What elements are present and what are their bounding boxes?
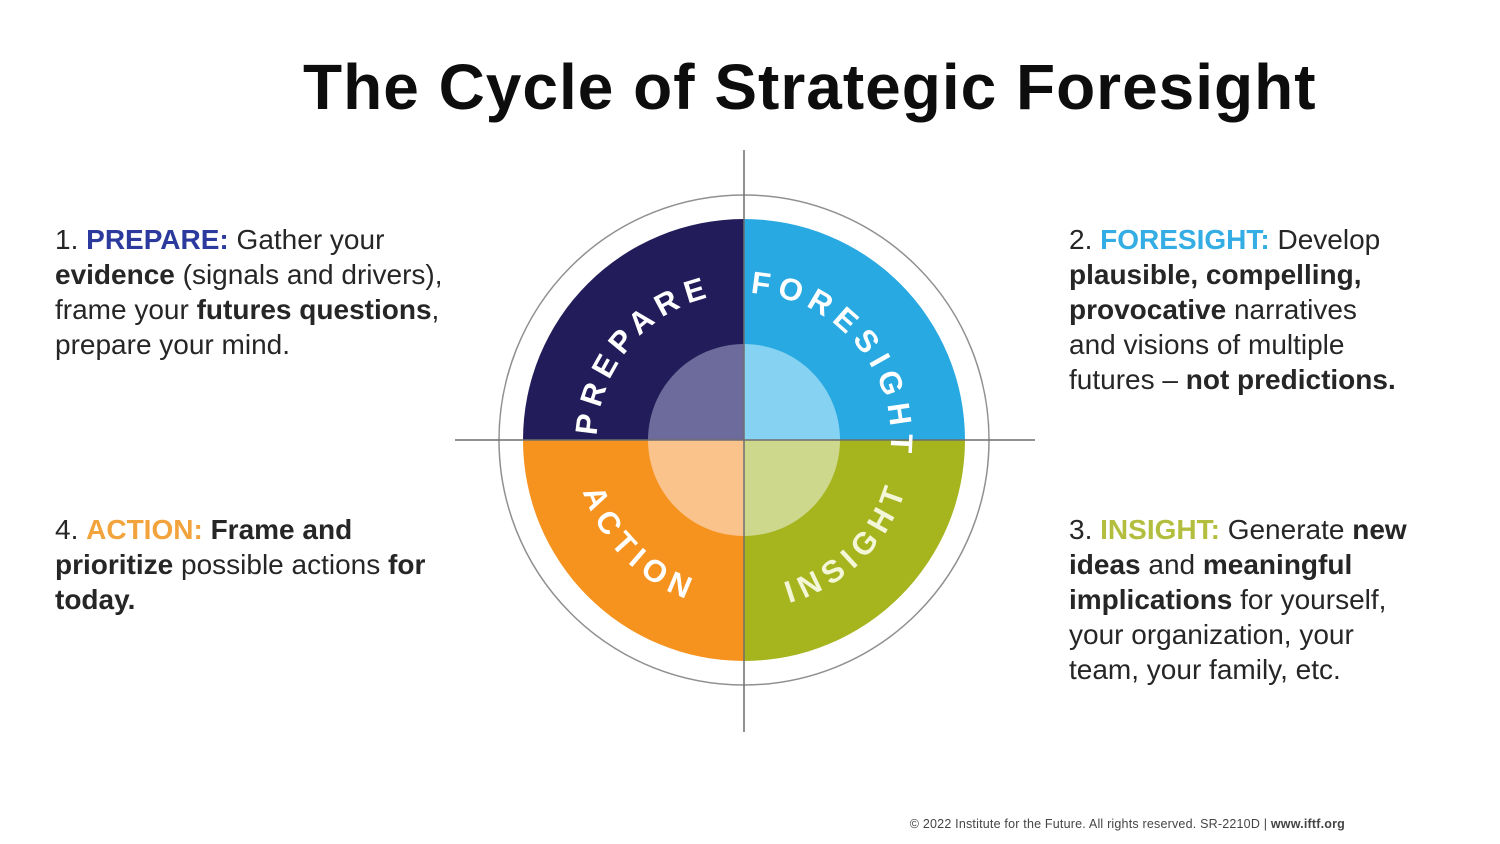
footer-copyright: © 2022 Institute for the Future. All rig… [909,817,1345,831]
foresight-cycle-wheel: PREPARE FORESIGHT ACTION INSIGHT [455,150,1035,732]
step-prepare-text: 1. PREPARE: Gather your evidence (signal… [55,224,443,360]
page-title: The Cycle of Strategic Foresight [303,51,1317,123]
step-insight-text: 3. INSIGHT: Generate new ideas and meani… [1069,514,1407,685]
hub-insight [744,440,840,536]
hub-foresight [744,344,840,440]
hub-action [648,440,744,536]
step-foresight-text: 2. FORESIGHT: Develop plausible, compell… [1069,224,1396,395]
hub-prepare [648,344,744,440]
step-action-text: 4. ACTION: Frame and prioritize possible… [55,514,426,615]
